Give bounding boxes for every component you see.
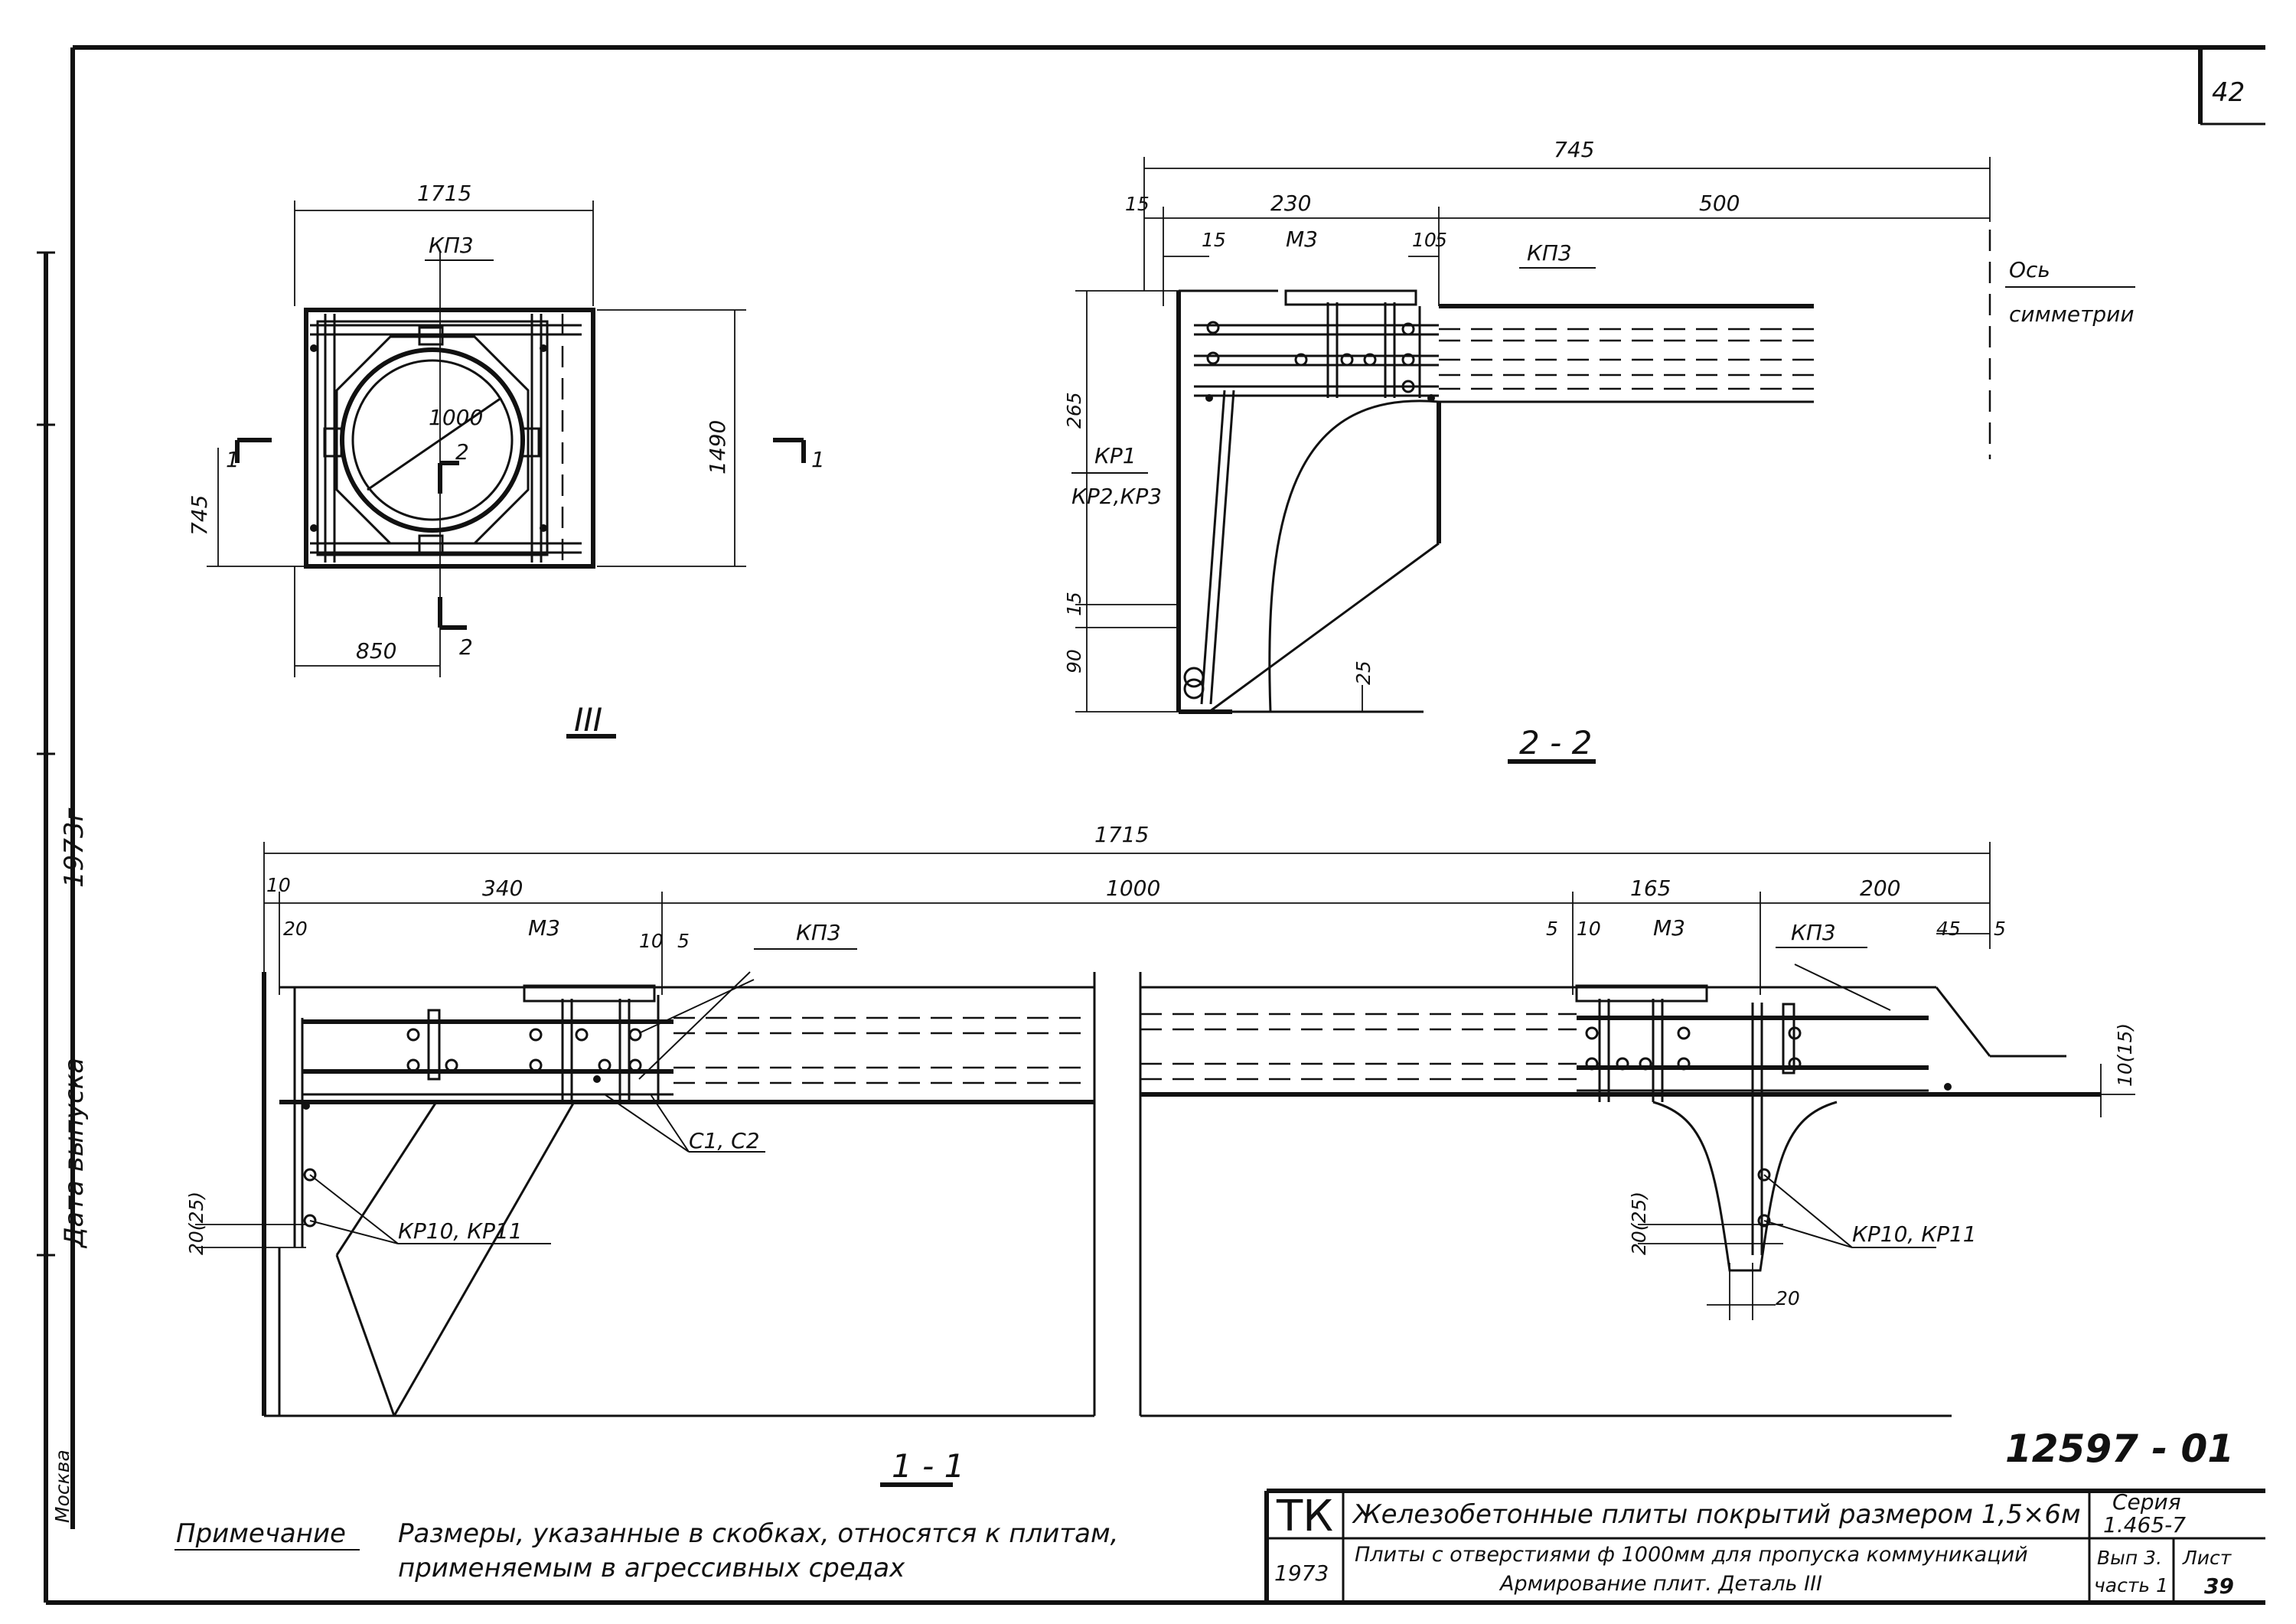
title-block-tk: ТК [1276, 1492, 1333, 1541]
title-block-part: часть 1 [2094, 1574, 2168, 1596]
title-block-year: 1973 [1274, 1560, 1329, 1586]
s22-dim-5: 5 [1435, 229, 1447, 251]
s11-dim-20b: 20 [1776, 1287, 1800, 1309]
title-block-series-label: Серия [2112, 1489, 2181, 1515]
s11-title: 1 - 1 [892, 1447, 964, 1485]
s11-dim-5c: 5 [1994, 918, 2006, 940]
s11-dim-165: 165 [1630, 876, 1671, 901]
view-III-title: III [574, 701, 602, 739]
s11-dim-10-15: 10(15) [2114, 1023, 2136, 1087]
s11-label-m3b: М3 [1653, 915, 1685, 941]
title-block-line-1: Железобетонные плиты покрытий размером 1… [1352, 1499, 2081, 1530]
view-III-section-1-right: 1 [811, 447, 825, 472]
s22-axis-label-1: Ось [2009, 257, 2050, 282]
s22-dim-15a: 15 [1125, 193, 1150, 215]
note-heading: Примечание [176, 1518, 346, 1549]
view-III-section-1-left: 1 [226, 447, 240, 472]
section-2-2 [1075, 157, 2135, 714]
s22-title: 2 - 2 [1519, 724, 1592, 761]
s11-dim-5b: 5 [1546, 918, 1558, 940]
s22-label-kp3: КП3 [1527, 240, 1572, 266]
drawing-code: 12597 - 01 [2005, 1427, 2234, 1471]
s22-axis-label-2: симметрии [2009, 302, 2135, 327]
s22-dim-230: 230 [1270, 191, 1311, 216]
view-III-section-2-bottom: 2 [459, 634, 473, 660]
s22-label-kp1: КР1 [1094, 443, 1137, 468]
s11-label-kp10b: КР10, КР11 [1852, 1221, 1977, 1247]
s11-dim-200: 200 [1860, 876, 1900, 901]
s22-label-kp23: КР2,КР3 [1071, 484, 1162, 509]
view-III-hole-dim: 1000 [429, 405, 483, 430]
s22-dim-745: 745 [1554, 137, 1594, 162]
title-block-line-2: Плиты с отверстиями ф 1000мм для пропуск… [1355, 1543, 2028, 1567]
title-block-line-3: Армирование плит. Деталь III [1499, 1572, 1822, 1596]
s11-label-kp3a: КП3 [796, 920, 841, 945]
note-line-2: применяемым в агрессивных средах [398, 1553, 905, 1583]
s22-dim-15c: 15 [1063, 592, 1085, 616]
title-block-sheet-label: Лист [2182, 1547, 2232, 1569]
s11-dim-20-25b: 20(25) [1628, 1192, 1650, 1255]
s11-dim-10b: 10 [639, 930, 664, 952]
s11-dim-340: 340 [482, 876, 523, 901]
s11-label-kp10a: КР10, КР11 [398, 1218, 523, 1244]
s11-dim-20a: 20 [283, 918, 308, 940]
view-III-dim-bottom: 850 [356, 638, 396, 664]
s11-label-kp3b: КП3 [1791, 920, 1836, 945]
s11-dim-5a: 5 [677, 930, 690, 952]
view-III-dim-top: 1715 [417, 181, 471, 206]
side-label-date: Дата выпуска [59, 1058, 90, 1249]
s22-dim-265: 265 [1063, 392, 1085, 429]
view-III-label-kp3: КП3 [429, 233, 474, 258]
view-III-plan [207, 201, 806, 677]
title-block-series-value: 1.465-7 [2103, 1512, 2186, 1538]
s22-dim-90: 90 [1063, 649, 1085, 673]
s22-dim-15b: 15 [1202, 229, 1226, 251]
view-III-dim-left: 745 [187, 495, 212, 536]
title-block-issue: Вып 3. [2097, 1547, 2162, 1569]
s22-dim-25: 25 [1352, 660, 1375, 685]
s11-dim-20-25a: 20(25) [185, 1192, 207, 1255]
s11-dim-10a: 10 [266, 874, 291, 896]
note-line-1: Размеры, указанные в скобках, относятся … [398, 1518, 1118, 1549]
s11-dim-1000: 1000 [1106, 876, 1160, 901]
side-label-year: 1973г [59, 807, 90, 888]
sheet-frame [37, 45, 2265, 1605]
side-label-city: Москва [51, 1450, 73, 1523]
s22-dim-500: 500 [1699, 191, 1740, 216]
title-block [1264, 1489, 2265, 1603]
s11-label-c1c2: С1, С2 [689, 1128, 760, 1153]
view-III-dim-right: 1490 [705, 420, 730, 474]
section-1-1 [195, 842, 2135, 1417]
page-number: 42 [2212, 77, 2245, 108]
s11-dim-10c: 10 [1577, 918, 1601, 940]
title-block-sheet-number: 39 [2204, 1573, 2234, 1599]
s22-label-m3: М3 [1286, 227, 1318, 252]
s11-dim-1715: 1715 [1094, 822, 1149, 847]
s11-dim-45: 45 [1936, 918, 1961, 940]
s11-label-m3a: М3 [528, 915, 560, 941]
view-III-section-2-top: 2 [455, 439, 469, 465]
s22-dim-10: 10 [1412, 229, 1437, 251]
